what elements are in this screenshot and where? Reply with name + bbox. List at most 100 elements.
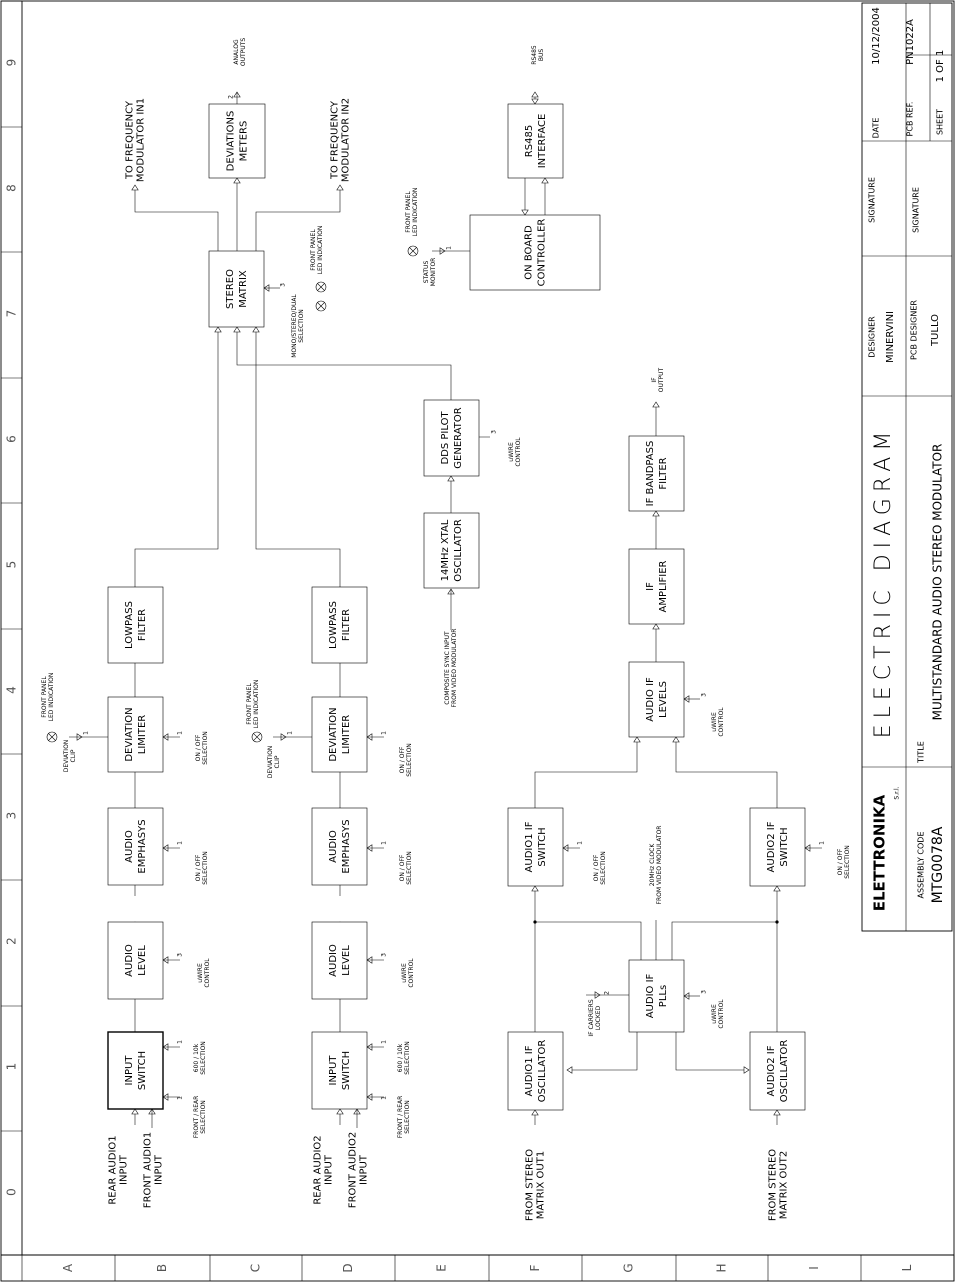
pin-number-line: 1: [381, 841, 388, 845]
if-bandpass-block-box: [628, 435, 685, 512]
sheet-label: SHEET: [936, 109, 945, 135]
deviation-clip-2-line: CLIP: [274, 755, 281, 768]
stereo-matrix-block-label-line: MATRIX: [238, 270, 249, 308]
pin-number-line: 1: [381, 731, 388, 735]
front-rear-sel-1-line: FRONT / REAR: [193, 1096, 200, 1139]
uwire-ctrl-levels-line: CONTROL: [718, 707, 725, 737]
rs485-bus-label-line: BUS: [538, 49, 545, 62]
grid-row-label: A: [61, 1263, 75, 1272]
pin-number: 1: [381, 1040, 388, 1044]
pin-number: 2: [228, 95, 235, 99]
status-monitor-label-line: MONITOR: [430, 258, 437, 287]
designer-label: DESIGNER: [868, 316, 877, 358]
pin-number-line: 1: [577, 841, 584, 845]
status-monitor-label-line: STATUS: [423, 261, 430, 284]
pin-number: 1: [287, 731, 294, 735]
onboard-controller-block-label-line: ON BOARD: [524, 225, 535, 280]
audio01-switch-block-box: [507, 807, 564, 887]
imp-sel-1-line: 600 / 10k: [193, 1043, 200, 1072]
xtal-oscillator-block-box: [423, 512, 480, 589]
xtal-oscillator-block-label-line: 14MHz XTAL: [440, 519, 451, 581]
pcb-designer-name: TULLO: [930, 314, 941, 347]
pin-number-line: 1: [177, 1040, 184, 1044]
audio-if-plls-block-label-line: AUDIO IF: [645, 973, 656, 1018]
sheet-label-line: SHEET: [936, 109, 945, 135]
audio02-oscillator-block-label-line: OSCILLATOR: [779, 1040, 790, 1103]
deviation-clip-2-line: DEVIATION: [267, 746, 274, 779]
rs485-interface-block-label-line: RS485: [524, 125, 535, 157]
led-indicator-icon: [315, 281, 327, 293]
uwire-ctrl-1-line: CONTROL: [204, 958, 211, 988]
if-output-label-line: IF: [651, 377, 658, 383]
front-panel-led-3-line: LED INDICATION: [317, 226, 324, 275]
audio-level-1-block-label-line: AUDIO: [124, 944, 135, 977]
audio01-oscillator-block-box: [507, 1031, 564, 1111]
input-switch-1-block-box: [107, 1031, 164, 1110]
grid-col-label: 5: [5, 561, 19, 569]
if-amplifier-block-box: [628, 548, 685, 625]
pin-number-line: 1: [83, 731, 90, 735]
rs485-interface-block-label-line: INTERFACE: [537, 114, 548, 169]
pin-number-line: 3: [701, 990, 708, 994]
audio02-switch-block-label-line: SWITCH: [779, 827, 790, 866]
from-stereo-out2-label-line: FROM STEREO: [768, 1149, 779, 1221]
pin-number: 1: [177, 841, 184, 845]
sheet-of: 1 OF 1: [935, 50, 946, 83]
uwire-ctrl-pll-line: CONTROL: [718, 999, 725, 1029]
input-switch-1-block-label-line: INPUT: [124, 1055, 135, 1086]
pin-number: 1: [819, 841, 826, 845]
analog-outputs-label-line: ANALOG: [233, 39, 240, 65]
deviation-clip-1-line: DEVIATION: [63, 740, 70, 773]
front-audio1-label-line: FRONT AUDIO1: [143, 1132, 154, 1208]
pin-number: 1: [177, 1096, 184, 1100]
grid-row-label: F: [528, 1264, 542, 1271]
input-switch-2-block-box: [311, 1031, 368, 1110]
to-fm-in1-label-line: TO FREQUENCY: [125, 100, 136, 180]
deviation-limiter-2-block-label-line: LIMITER: [341, 715, 352, 755]
pcb-ref-label: PCB REF.: [906, 102, 915, 137]
front-panel-led-4-line: FRONT PANEL: [405, 191, 412, 233]
uwire-ctrl-dds-line: uWIRE: [508, 442, 515, 462]
front-panel-led-2-line: LED INDICATION: [253, 680, 260, 729]
pcb-ref-value-line: PN1022A: [905, 19, 916, 65]
pin-number: 1: [381, 1096, 388, 1100]
audio-emphasis-1-block-box: [107, 807, 164, 886]
onoff-sel-if1-line: ON / OFF: [593, 854, 600, 881]
title-label: TITLE: [917, 741, 926, 764]
designer-name: MINERVINI: [885, 311, 896, 363]
date-label: DATE: [872, 118, 881, 139]
led-indicator-icon: [407, 245, 419, 257]
assembly-code-label: ASSEMBLY CODE: [917, 832, 926, 899]
